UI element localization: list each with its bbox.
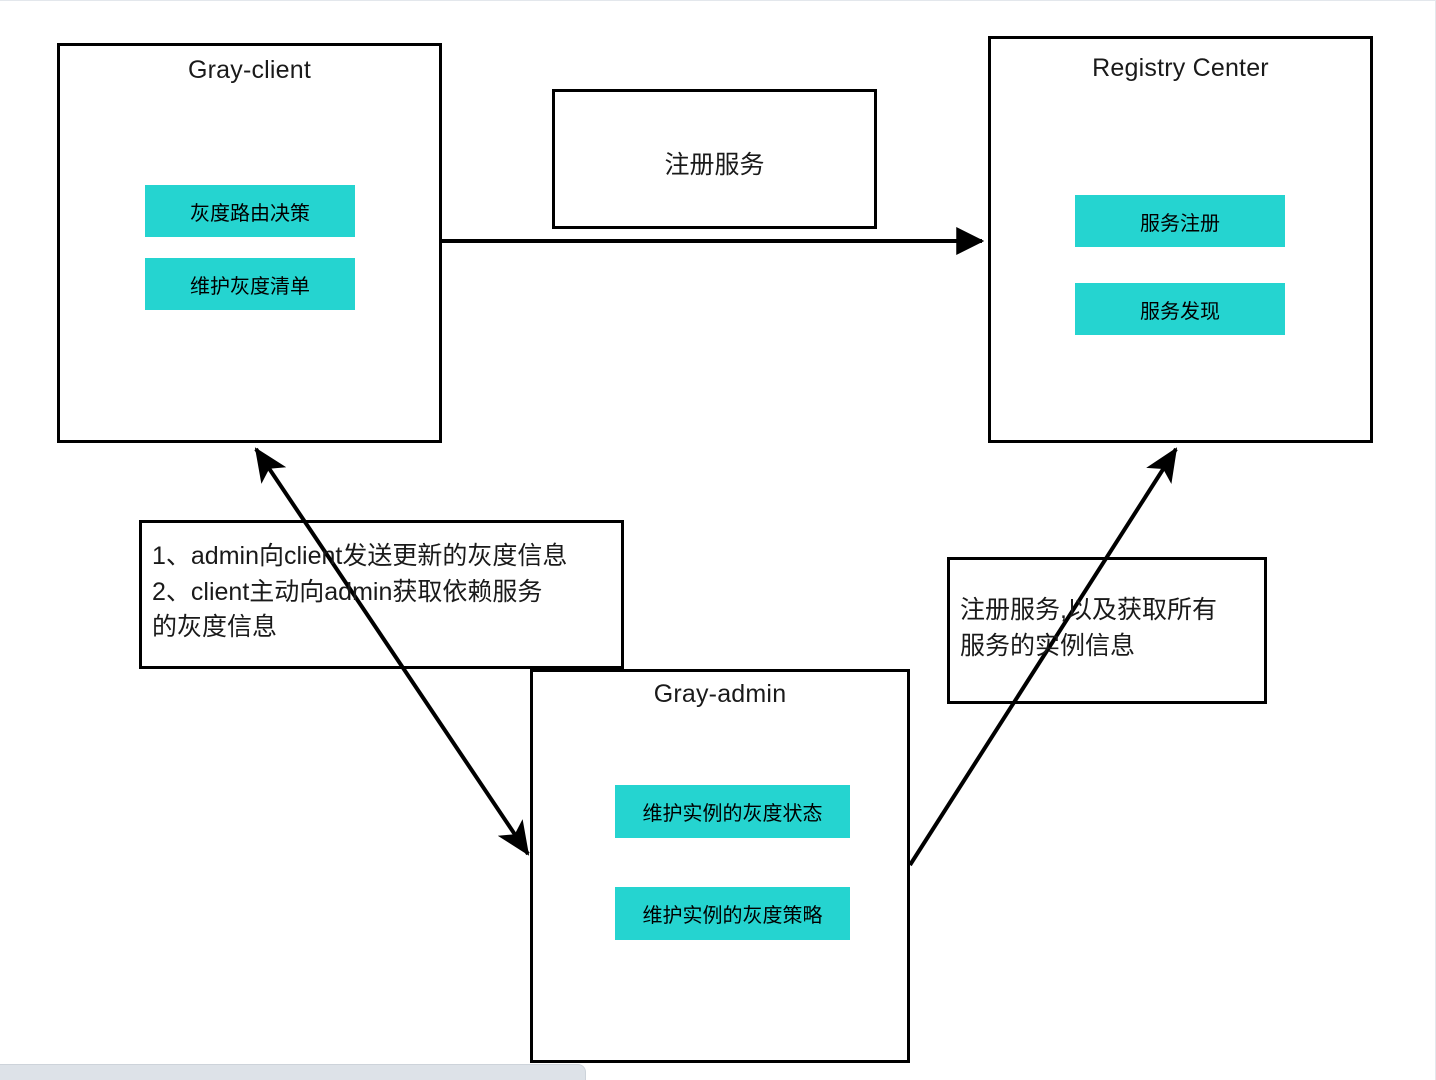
chip-gray-admin-instance-policy[interactable]: 维护实例的灰度策略: [615, 887, 850, 940]
node-title-gray-client: Gray-client: [187, 56, 312, 84]
annotation-admin-registry-sync: 注册服务,以及获取所有 服务的实例信息: [960, 596, 1217, 660]
node-gray-admin[interactable]: Gray-admin 维护实例的灰度状态 维护实例的灰度策略: [530, 669, 910, 1063]
connector-admin-to-client: [254, 447, 530, 856]
chip-registry-service-discovery[interactable]: 服务发现: [1075, 283, 1285, 335]
node-title-registry-center: Registry Center: [1092, 54, 1269, 82]
chip-registry-service-register[interactable]: 服务注册: [1075, 195, 1285, 247]
annotation-client-admin-sync: 1、admin向client发送更新的灰度信息 2、client主动向admin…: [152, 542, 568, 641]
chip-gray-client-list[interactable]: 维护灰度清单: [145, 258, 355, 310]
node-title-gray-admin: Gray-admin: [653, 680, 787, 708]
node-registry-center[interactable]: Registry Center 服务注册 服务发现: [988, 36, 1373, 443]
node-gray-client[interactable]: Gray-client 灰度路由决策 维护灰度清单: [57, 43, 442, 443]
chip-gray-admin-instance-state[interactable]: 维护实例的灰度状态: [615, 785, 850, 838]
bottom-status-panel: [0, 1064, 586, 1080]
chip-gray-client-routing[interactable]: 灰度路由决策: [145, 185, 355, 237]
annotation-register-service: 注册服务: [664, 151, 765, 179]
